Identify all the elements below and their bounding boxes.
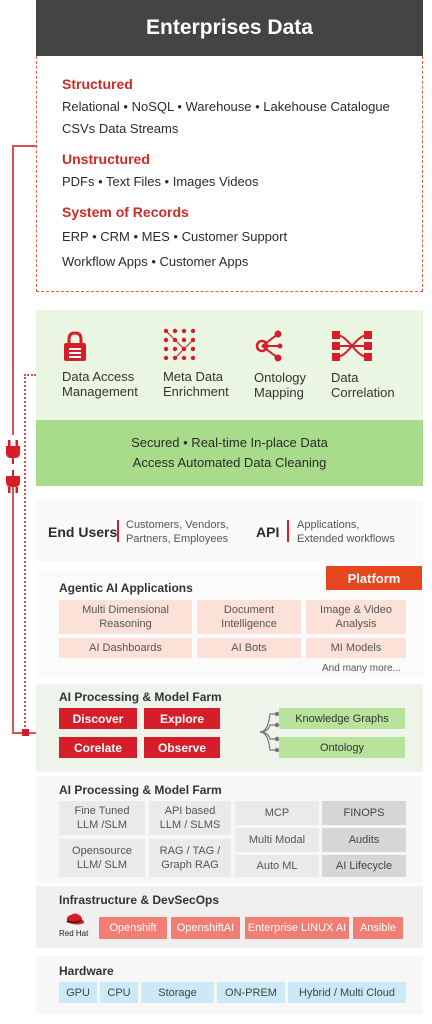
infra-item: Openshift — [99, 917, 167, 939]
agentic-item: Document Intelligence — [197, 600, 301, 634]
unstructured-title: Unstructured — [62, 151, 150, 167]
green-banner-line1: Secured • Real-time In-place Data — [131, 435, 328, 450]
model-cell: MCP — [235, 801, 319, 825]
hardware-item: Storage — [141, 982, 214, 1003]
records-title: System of Records — [62, 204, 189, 220]
model-cell: Multi Modal — [235, 828, 319, 852]
structured-line1: Relational • NoSQL • Warehouse • Lakehou… — [62, 99, 390, 114]
model-cell: API based LLM / SLMS — [149, 801, 231, 835]
branch-connector — [259, 711, 280, 753]
hardware-item: ON-PREM — [217, 982, 285, 1003]
hardware-item: Hybrid / Multi Cloud — [288, 982, 406, 1003]
unstructured-line1: PDFs • Text Files • Images Videos — [62, 174, 259, 189]
redhat-hat-icon — [66, 913, 85, 925]
redhat-brand: Red Hat — [59, 929, 89, 938]
structured-line2: CSVs Data Streams — [62, 121, 179, 136]
end-users-desc2: Partners, Employees — [126, 533, 229, 545]
records-line2: Workflow Apps • Customer Apps — [62, 254, 249, 269]
connector-line-top-h — [12, 145, 37, 147]
api-divider — [287, 520, 289, 542]
node-map-icon — [255, 330, 283, 362]
feature-label-access: Data Access Management — [62, 369, 138, 399]
plug-bottom-icon — [6, 470, 20, 493]
agentic-more: And many more... — [322, 663, 401, 674]
observe-box: Observe — [144, 737, 220, 758]
api-desc1: Applications, — [297, 519, 360, 531]
ops-cell: FINOPS — [322, 801, 406, 825]
connector-line-top — [12, 145, 14, 435]
end-users-title: End Users — [48, 524, 118, 540]
feature-label-metadata: Meta Data Enrichment — [163, 369, 229, 399]
structured-title: Structured — [62, 76, 133, 92]
connector-line-dotted — [24, 374, 26, 734]
hardware-item: GPU — [59, 982, 97, 1003]
enterprise-box — [36, 56, 423, 292]
agentic-item: Multi Dimensional Reasoning — [59, 600, 192, 634]
dot-grid-icon — [163, 328, 195, 361]
model-cell: Opensource LLM/ SLM — [59, 839, 145, 877]
records-line1: ERP • CRM • MES • Customer Support — [62, 229, 288, 244]
end-users-divider — [117, 520, 119, 542]
platform-badge: Platform — [326, 566, 422, 590]
plug-top-icon — [6, 440, 20, 464]
knowledge-graphs-box: Knowledge Graphs — [279, 708, 405, 729]
agentic-item: MI Models — [306, 638, 406, 658]
infra-item: Enterprise LINUX AI — [245, 917, 349, 939]
model-cell: Auto ML — [235, 855, 319, 877]
feature-label-correlation: Data Correlation — [331, 370, 395, 400]
agentic-item: AI Bots — [197, 638, 301, 658]
feature-label-ontology: Ontology Mapping — [254, 370, 307, 400]
ontology-box: Ontology — [279, 737, 405, 758]
agentic-item: Image & Video Analysis — [306, 600, 406, 634]
hardware-title: Hardware — [59, 964, 114, 978]
api-desc2: Extended workflows — [297, 533, 395, 545]
ops-cell: AI Lifecycle — [322, 855, 406, 877]
model-cell: Fine Tuned LLM /SLM — [59, 801, 145, 835]
agentic-item: AI Dashboards — [59, 638, 192, 658]
model-cell: RAG / TAG / Graph RAG — [149, 839, 231, 877]
end-users-desc1: Customers, Vendors, — [126, 519, 229, 531]
ops-cell: Audits — [322, 828, 406, 852]
api-title: API — [256, 524, 280, 540]
lock-icon — [64, 331, 86, 361]
green-banner: Secured • Real-time In-place Data Access… — [36, 420, 423, 486]
processing2-title: AI Processing & Model Farm — [59, 783, 222, 797]
discover-box: Discover — [59, 708, 137, 729]
enterprise-title: Enterprises Data — [36, 0, 423, 56]
infra-item: Ansible — [353, 917, 403, 939]
agentic-title: Agentic AI Applications — [59, 581, 193, 595]
hardware-item: CPU — [100, 982, 138, 1003]
infra-item: OpenshiftAI — [171, 917, 240, 939]
green-banner-line2: Access Automated Data Cleaning — [132, 455, 327, 470]
infra-title: Infrastructure & DevSecOps — [59, 893, 220, 907]
explore-box: Explore — [144, 708, 220, 729]
correlation-icon — [332, 331, 372, 361]
connector-line-dotted-h — [24, 374, 36, 376]
features-panel — [36, 310, 423, 420]
connector-node — [22, 729, 29, 736]
users-panel — [36, 500, 423, 562]
processing1-title: AI Processing & Model Farm — [59, 690, 222, 704]
connector-line-bottom — [12, 486, 14, 734]
corelate-box: Corelate — [59, 737, 137, 758]
